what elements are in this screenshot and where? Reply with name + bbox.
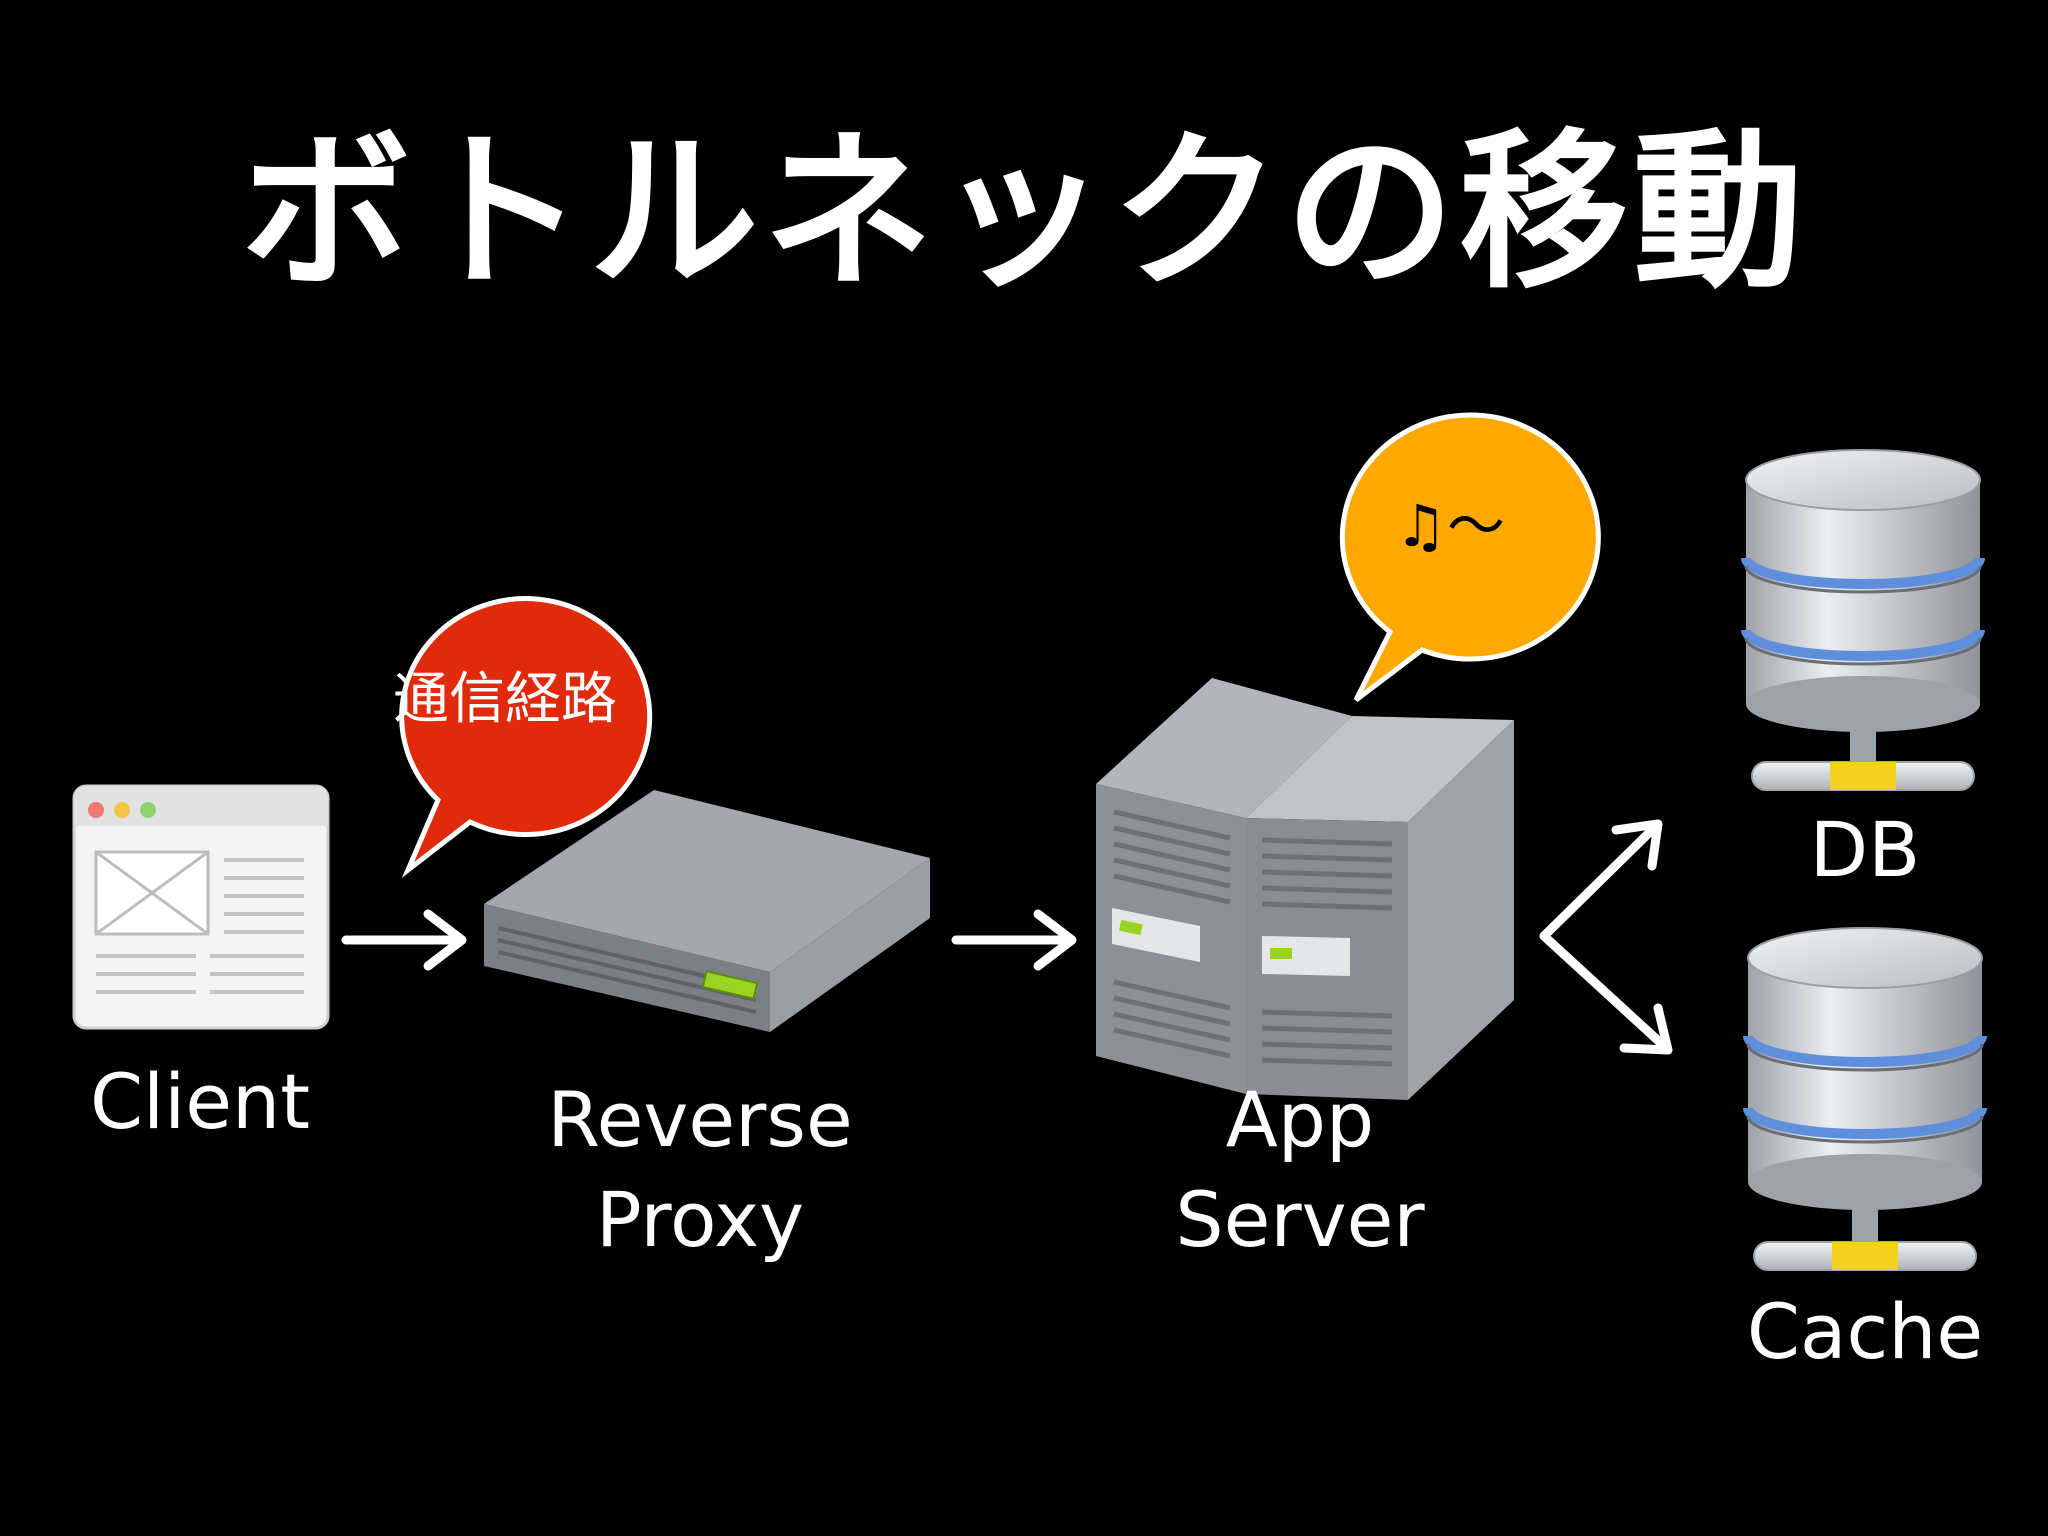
db-label: DB [1809, 805, 1921, 894]
arrow-app-to-cache [1539, 931, 1673, 1055]
app-server-label: App Server [1150, 1070, 1450, 1270]
app-server-2-light [1270, 948, 1292, 959]
app-server-icon [1096, 678, 1514, 1100]
image-placeholder-icon [94, 850, 210, 936]
app-bubble-text: ♫〜 [1395, 492, 1505, 560]
network-bubble: 通信経路 [393, 596, 653, 878]
window-minimize-dot [114, 802, 130, 818]
app-server-label-line2: Server [1175, 1175, 1425, 1264]
proxy-status-light [701, 970, 759, 1000]
reverse-proxy-label: Reverse Proxy [540, 1070, 860, 1270]
window-close-dot [88, 802, 104, 818]
app-bubble: ♫〜 [1339, 412, 1601, 702]
database-icon [1741, 449, 1985, 791]
cache-connector [1832, 1242, 1898, 1270]
arrow-app-to-db [1539, 819, 1663, 941]
database-connector [1830, 762, 1896, 790]
reverse-proxy-label-line1: Reverse [547, 1075, 853, 1164]
client-browser-icon [72, 784, 330, 1030]
client-label: Client [89, 1057, 311, 1146]
network-bubble-text: 通信経路 [393, 667, 617, 732]
cache-label: Cache [1746, 1287, 1984, 1376]
arrow-client-to-proxy [341, 909, 467, 971]
cache-icon [1743, 927, 1987, 1271]
app-server-1-light [1118, 919, 1143, 936]
window-zoom-dot [140, 802, 156, 818]
slide-title: ボトルネックの移動 [240, 114, 1807, 312]
app-server-label-line1: App [1225, 1075, 1375, 1164]
arrow-proxy-to-app [951, 909, 1077, 971]
reverse-proxy-server-icon [484, 790, 930, 1032]
reverse-proxy-label-line2: Proxy [595, 1175, 805, 1264]
